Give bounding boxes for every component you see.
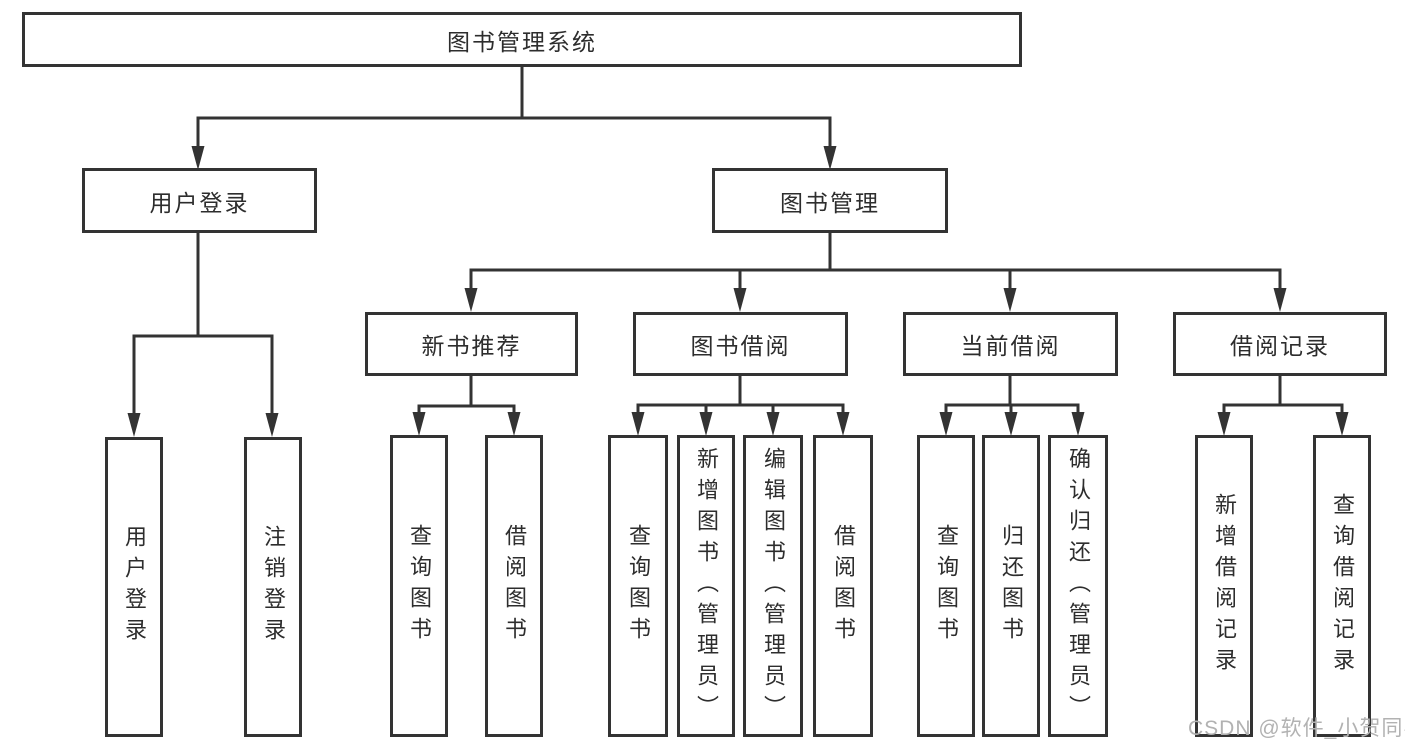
leaf-records-add-borrow-record: 新增借阅记录 bbox=[1195, 435, 1253, 737]
leaf-login-user-login-label: 用户登录 bbox=[122, 525, 147, 649]
node-book-borrow: 图书借阅 bbox=[633, 312, 848, 376]
node-library-system: 图书管理系统 bbox=[22, 12, 1022, 67]
node-user-login: 用户登录 bbox=[82, 168, 317, 233]
node-book-management-label: 图书管理 bbox=[780, 189, 880, 216]
leaf-newbook-borrow-book-label: 借阅图书 bbox=[502, 524, 527, 648]
leaf-borrow-edit-book-admin-label: 编辑图书（管理员） bbox=[761, 446, 786, 726]
leaf-records-query-borrow-record-label: 查询借阅记录 bbox=[1330, 493, 1355, 679]
node-book-borrow-label: 图书借阅 bbox=[690, 333, 791, 359]
node-book-management: 图书管理 bbox=[712, 168, 948, 233]
leaf-borrow-edit-book-admin: 编辑图书（管理员） bbox=[743, 435, 803, 737]
node-new-book-recommend: 新书推荐 bbox=[365, 312, 578, 376]
leaf-current-return-book: 归还图书 bbox=[982, 435, 1040, 737]
leaf-login-logout: 注销登录 bbox=[244, 437, 302, 737]
leaf-borrow-add-book-admin: 新增图书（管理员） bbox=[677, 435, 735, 737]
leaf-current-query-book: 查询图书 bbox=[917, 435, 975, 737]
node-current-borrow: 当前借阅 bbox=[903, 312, 1118, 376]
leaf-newbook-borrow-book: 借阅图书 bbox=[485, 435, 543, 737]
node-current-borrow-label: 当前借阅 bbox=[960, 333, 1061, 359]
node-borrow-records: 借阅记录 bbox=[1173, 312, 1387, 376]
leaf-records-add-borrow-record-label: 新增借阅记录 bbox=[1212, 493, 1237, 679]
watermark: CSDN @软件_小贺同学 bbox=[1188, 717, 1405, 740]
leaf-current-confirm-return-admin: 确认归还（管理员） bbox=[1048, 435, 1108, 737]
leaf-login-logout-label: 注销登录 bbox=[261, 525, 286, 649]
node-new-book-recommend-label: 新书推荐 bbox=[421, 333, 522, 359]
leaf-records-query-borrow-record: 查询借阅记录 bbox=[1313, 435, 1371, 737]
node-borrow-records-label: 借阅记录 bbox=[1230, 333, 1330, 359]
leaf-newbook-query-book: 查询图书 bbox=[390, 435, 448, 737]
node-user-login-label: 用户登录 bbox=[149, 189, 250, 216]
leaf-borrow-borrow-book: 借阅图书 bbox=[813, 435, 873, 737]
leaf-borrow-borrow-book-label: 借阅图书 bbox=[831, 524, 856, 648]
leaf-current-return-book-label: 归还图书 bbox=[999, 524, 1024, 648]
leaf-current-confirm-return-admin-label: 确认归还（管理员） bbox=[1066, 446, 1091, 726]
leaf-newbook-query-book-label: 查询图书 bbox=[407, 524, 432, 648]
leaf-borrow-query-book-label: 查询图书 bbox=[626, 524, 651, 648]
leaf-borrow-add-book-admin-label: 新增图书（管理员） bbox=[694, 446, 719, 726]
leaf-borrow-query-book: 查询图书 bbox=[608, 435, 668, 737]
leaf-current-query-book-label: 查询图书 bbox=[934, 524, 959, 648]
node-library-system-label: 图书管理系统 bbox=[447, 28, 597, 55]
leaf-login-user-login: 用户登录 bbox=[105, 437, 163, 737]
